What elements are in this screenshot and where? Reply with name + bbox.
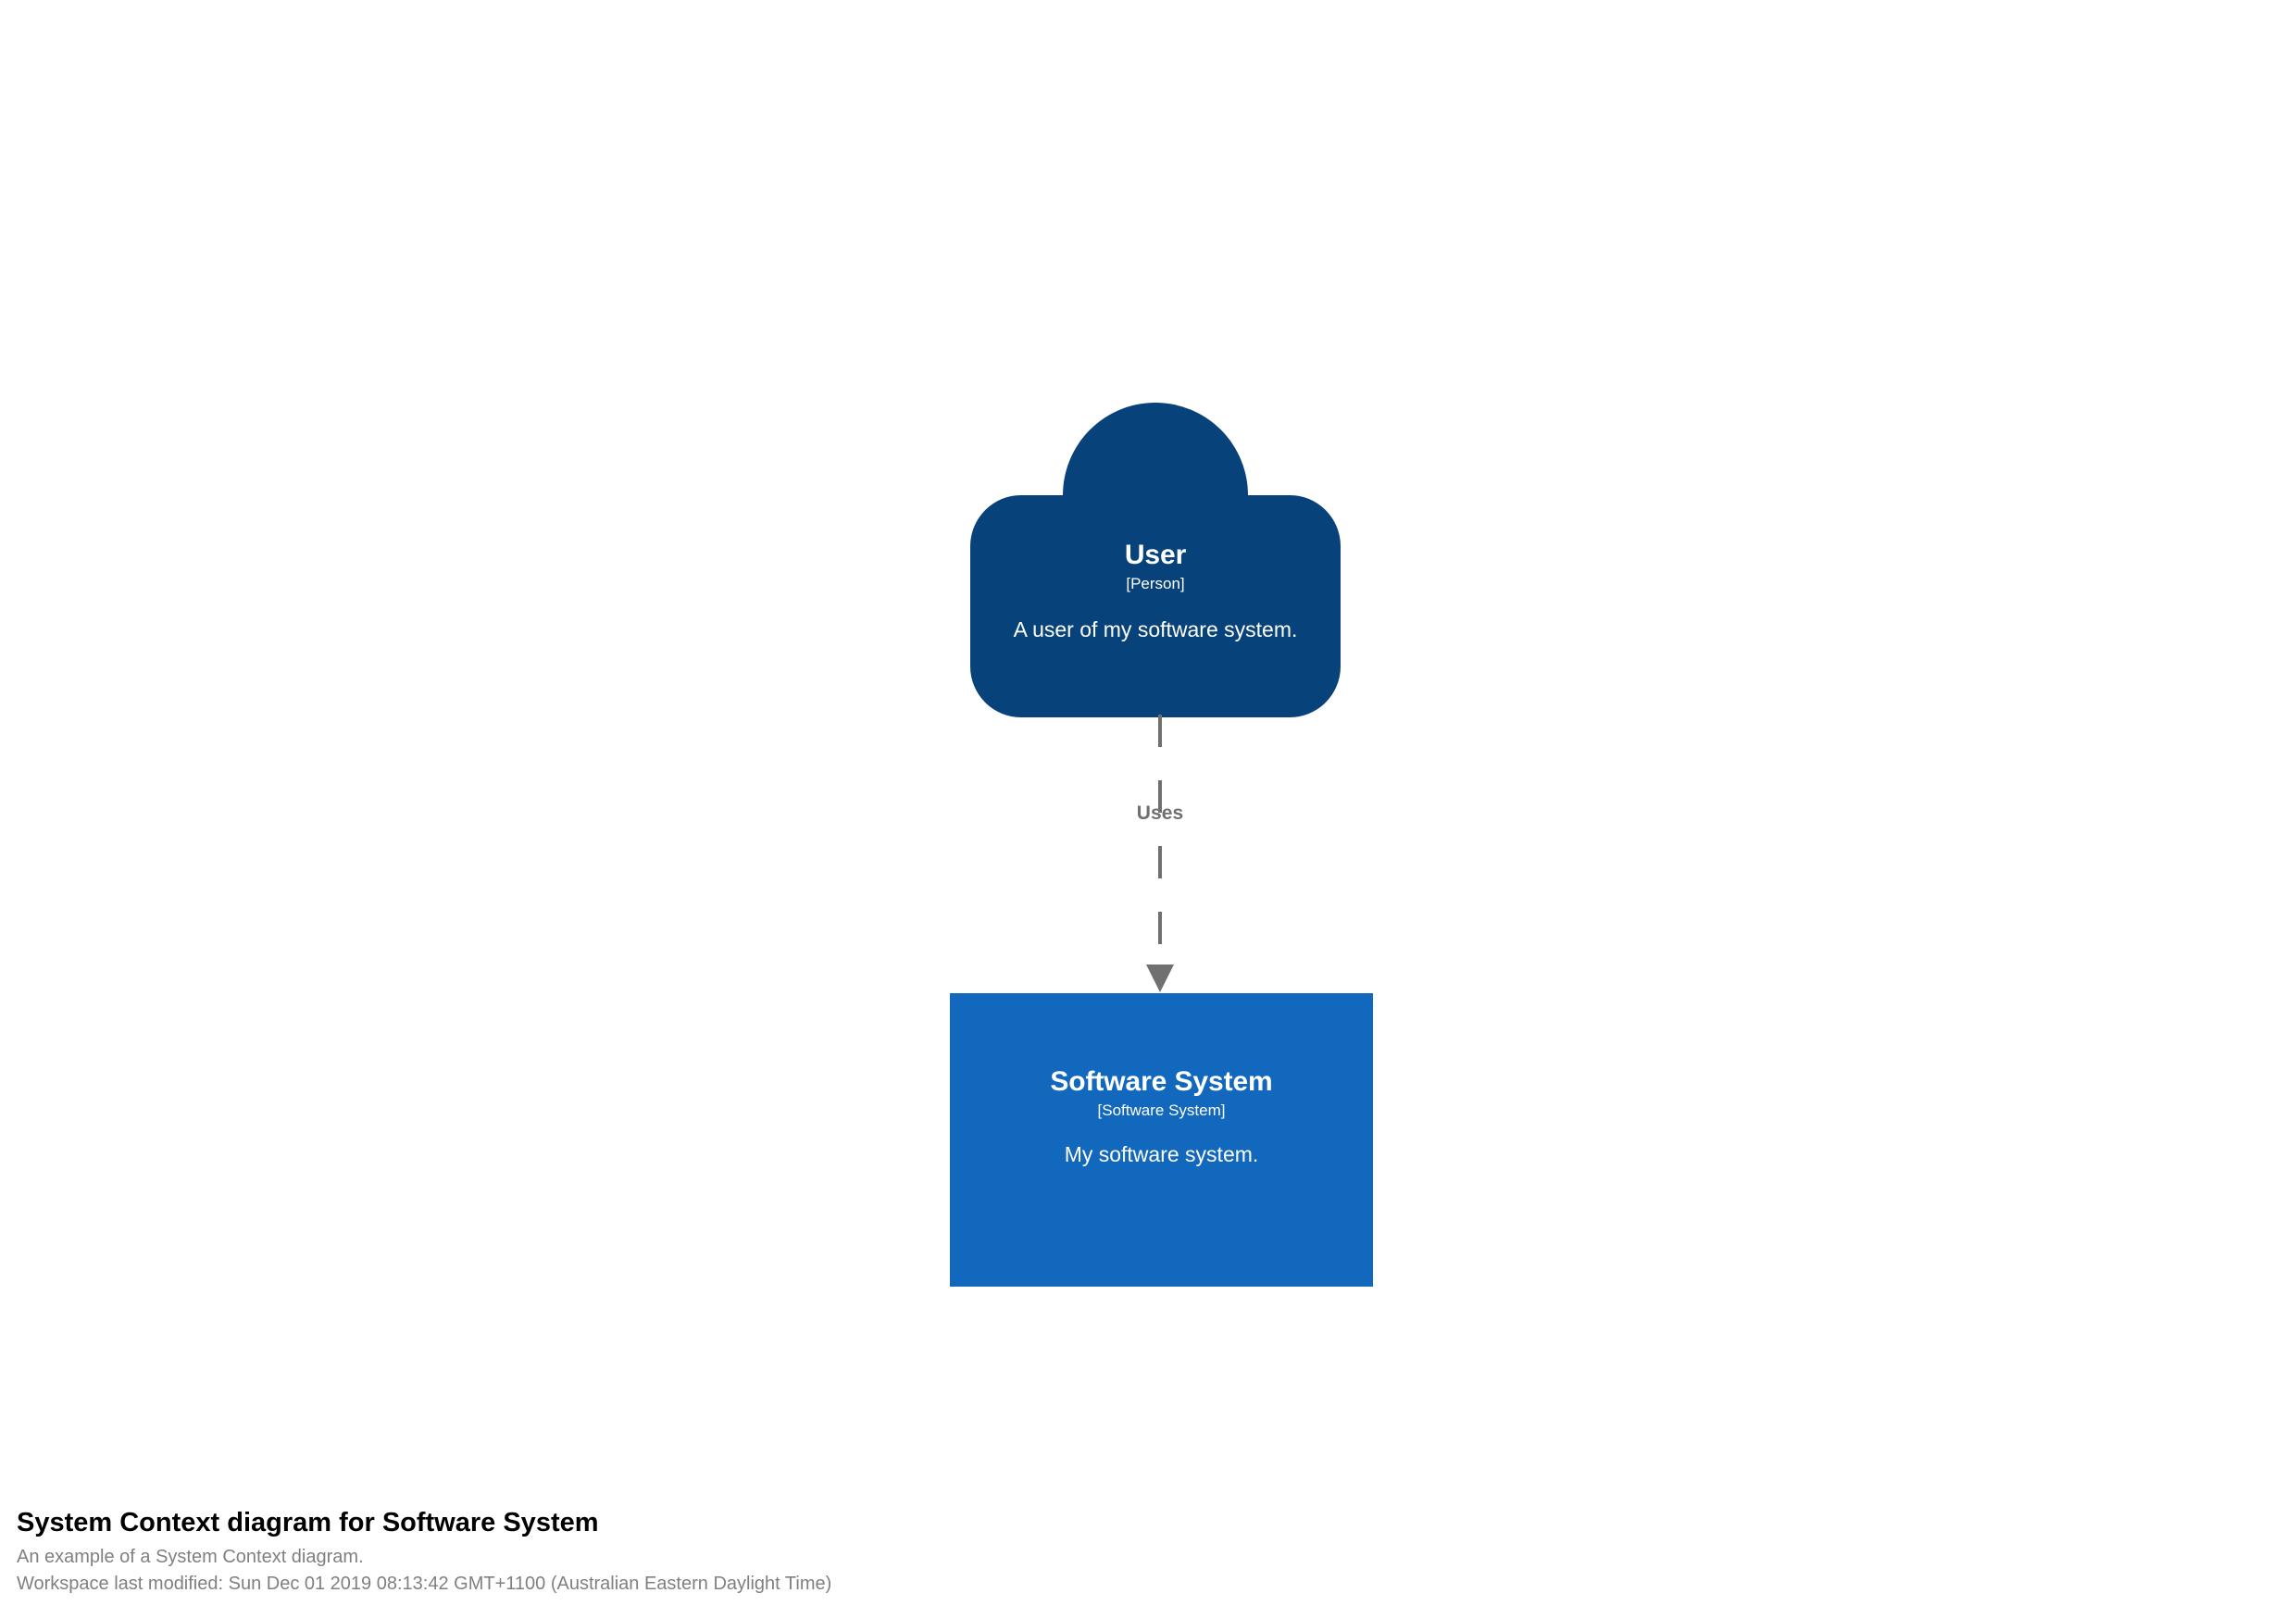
diagram-caption: System Context diagram for Software Syst… <box>17 1507 2276 1597</box>
diagram-title: System Context diagram for Software Syst… <box>17 1508 599 1537</box>
element-user[interactable]: User [Person] A user of my software syst… <box>970 345 1341 717</box>
element-software-system[interactable]: Software System [Software System] My sof… <box>950 993 1373 1287</box>
element-software-system-type: [Software System] <box>1097 1101 1226 1119</box>
relationship-uses[interactable]: Uses <box>1065 713 1255 1000</box>
relationship-uses-label: Uses <box>1136 803 1184 824</box>
person-shape-icon <box>970 403 1341 717</box>
relationship-line <box>1146 713 1174 992</box>
diagram-description: An example of a System Context diagram. <box>17 1547 364 1568</box>
element-software-system-name: Software System <box>1050 1066 1273 1097</box>
element-software-system-description: My software system. <box>1064 1141 1259 1166</box>
arrowhead-icon <box>1146 965 1174 992</box>
workspace-last-modified: Workspace last modified: Sun Dec 01 2019… <box>17 1573 832 1594</box>
element-software-system-text: Software System [Software System] My sof… <box>950 993 1373 1287</box>
